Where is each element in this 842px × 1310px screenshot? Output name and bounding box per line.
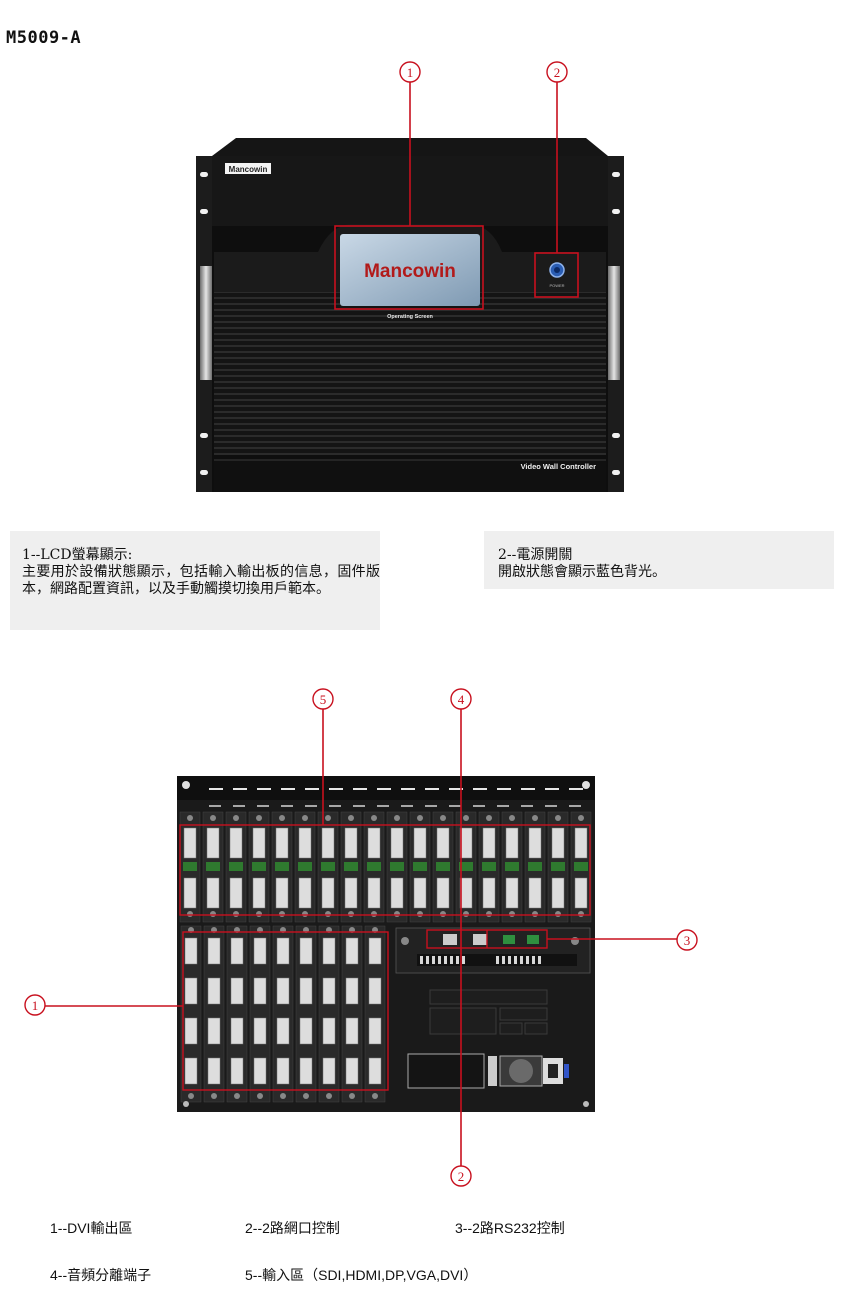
note-power: 2--電源開關 開啟狀態會顯示藍色背光。 — [484, 531, 834, 589]
lan-port-1 — [443, 934, 457, 945]
note-lcd-heading: 1--LCD螢幕顯示: — [22, 547, 132, 564]
legend-item-2: 2--2路網口控制 — [245, 1218, 340, 1238]
rs232-port-2 — [527, 935, 539, 944]
note-power-body: 開啟狀態會顯示藍色背光。 — [498, 564, 666, 581]
legend-item-5: 5--輸入區（SDI,HDMI,DP,VGA,DVI） — [245, 1265, 477, 1285]
legend-item-1: 1--DVI輸出區 — [50, 1218, 132, 1238]
screen-label: Operating Screen — [387, 314, 433, 320]
note-lcd-body: 主要用於設備狀態顯示，包括輸入輸出板的信息，固件版本，網路配置資訊，以及手動觸摸… — [22, 564, 380, 598]
lan-port-2 — [473, 934, 487, 945]
svg-text:2: 2 — [554, 65, 561, 80]
power-label: POWER — [549, 283, 564, 288]
note-lcd: 1--LCD螢幕顯示: 主要用於設備狀態顯示，包括輸入輸出板的信息，固件版本，網… — [10, 531, 380, 630]
screen-brand-text: Mancowin — [364, 261, 456, 282]
right-handle — [608, 266, 620, 380]
svg-text:4: 4 — [458, 692, 465, 707]
rear-panel: 5 4 3 1 2 — [25, 689, 697, 1186]
legend-item-4: 4--音頻分離端子 — [50, 1265, 151, 1285]
rs232-port-1 — [503, 935, 515, 944]
device-name: Video Wall Controller — [521, 462, 597, 471]
control-card — [396, 928, 590, 973]
svg-text:5: 5 — [320, 692, 327, 707]
front-panel: Mancowin Mancowin Operating Screen POWER… — [196, 62, 624, 492]
output-cards — [181, 926, 385, 1102]
note-power-heading: 2--電源開關 — [498, 547, 572, 564]
svg-text:1: 1 — [32, 998, 39, 1013]
svg-text:1: 1 — [407, 65, 414, 80]
psu-blank — [408, 1054, 484, 1088]
left-handle — [200, 266, 212, 380]
brand-text: Mancowin — [229, 165, 268, 174]
legend-item-3: 3--2路RS232控制 — [455, 1218, 565, 1238]
svg-text:3: 3 — [684, 933, 691, 948]
svg-text:2: 2 — [458, 1169, 465, 1184]
